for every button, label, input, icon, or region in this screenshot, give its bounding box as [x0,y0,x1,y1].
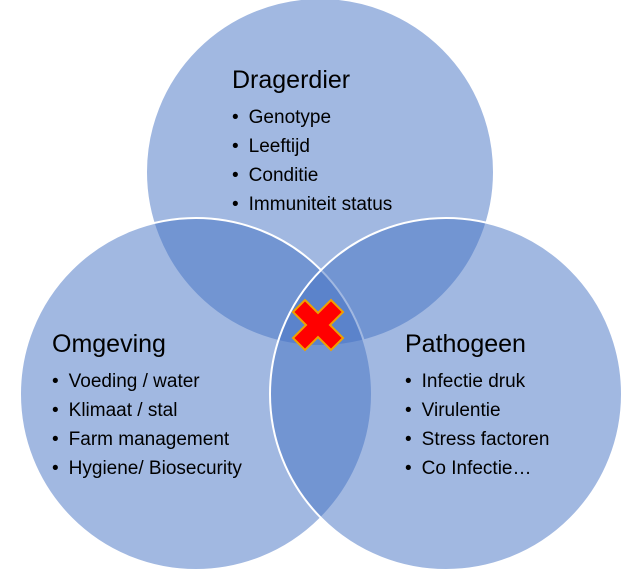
dragerdier-title: Dragerdier [232,66,351,94]
list-item: Leeftijd [232,132,392,161]
list-item: Co Infectie… [405,454,549,483]
list-item: Klimaat / stal [52,396,242,425]
red-cross-icon [291,298,345,352]
pathogeen-block: Pathogeen Infectie druk Virulentie Stres… [405,330,549,483]
list-item: Stress factoren [405,425,550,454]
list-item: Hygiene/ Biosecurity [52,454,242,483]
list-item: Voeding / water [52,367,242,396]
omgeving-block: Omgeving Voeding / water Klimaat / stal … [52,330,242,483]
list-item: Infectie druk [405,367,549,396]
pathogeen-title: Pathogeen [405,330,526,358]
list-item: Immuniteit status [232,190,393,219]
omgeving-title: Omgeving [52,330,166,358]
list-item: Conditie [232,161,392,190]
list-item: Genotype [232,103,392,132]
list-item: Farm management [52,425,242,454]
dragerdier-block: Dragerdier Genotype Leeftijd Conditie Im… [232,66,392,219]
list-item: Virulentie [405,396,549,425]
